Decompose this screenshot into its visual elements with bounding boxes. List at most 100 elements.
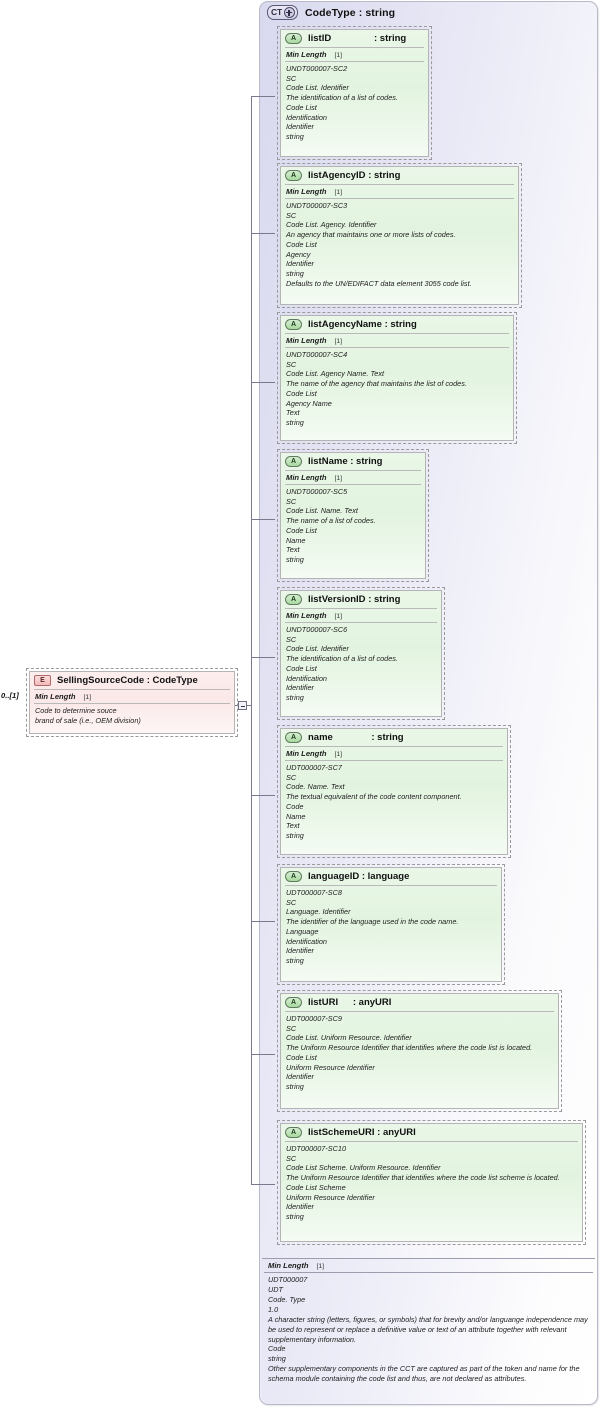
attribute-title: listAgencyID : string — [308, 170, 401, 181]
facet-cardinality: [1] — [334, 338, 343, 345]
doc-line: UNDT000007-SC6 — [286, 625, 348, 634]
doc-line: A character string (letters, figures, or… — [268, 1314, 588, 1344]
occurrence-label: 0..[1] — [1, 691, 19, 700]
doc-line: SC — [286, 496, 297, 506]
attribute-title: listURI : anyURI — [308, 997, 392, 1008]
doc-line: string — [286, 955, 304, 965]
doc-line: UDT000007-SC10 — [286, 1144, 347, 1153]
facet-cardinality: [1] — [334, 189, 343, 196]
collapse-expander-button[interactable] — [238, 701, 247, 710]
doc-line: Code List. Agency Name. Text — [286, 369, 385, 379]
facet-cardinality: [1] — [334, 52, 343, 59]
divider — [285, 347, 509, 348]
attribute-badge-icon: A — [285, 732, 302, 743]
doc-line: Text — [286, 821, 300, 831]
attribute-node-listversionid[interactable]: A listVersionID : string Min Length [1] … — [277, 587, 445, 720]
facet-label: Min Length — [268, 1261, 309, 1270]
doc-line: SC — [286, 634, 297, 644]
doc-line: Identification — [286, 936, 327, 946]
doc-line: Uniform Resource Identifier — [286, 1062, 375, 1072]
doc-line: string — [286, 1211, 304, 1221]
divider — [285, 608, 437, 609]
attribute-badge-icon: A — [285, 456, 302, 467]
connector-stub-listagencyname — [251, 382, 275, 383]
doc-line: SC — [286, 772, 297, 782]
connector-stub-name — [251, 795, 275, 796]
doc-line: Code List Scheme — [286, 1182, 346, 1192]
attribute-title: name : string — [308, 732, 404, 743]
connector-stub-listschemeuri — [251, 1184, 275, 1185]
doc-line: Language. Identifier — [286, 907, 351, 917]
doc-line: Code List. Identifier — [286, 83, 349, 93]
doc-line: string — [286, 417, 304, 427]
plus-box-icon[interactable] — [283, 7, 295, 18]
facet-cardinality: [1] — [334, 475, 343, 482]
divider — [285, 61, 424, 62]
complextype-badge-label: CT — [271, 7, 282, 18]
connector-stub-languageid — [251, 921, 275, 922]
doc-line: UNDT000007-SC2 — [286, 64, 348, 73]
facet-label: Min Length — [286, 473, 327, 482]
divider — [285, 47, 424, 48]
doc-line: Code List — [286, 663, 317, 673]
attribute-node-listagencyid[interactable]: A listAgencyID : string Min Length [1] U… — [277, 163, 522, 308]
attribute-title: listName : string — [308, 456, 383, 467]
doc-line: Code List — [286, 388, 317, 398]
doc-line: Text — [286, 545, 300, 555]
doc-line: UDT — [268, 1284, 283, 1294]
attribute-node-listid[interactable]: A listID : string Min Length [1] UNDT000… — [277, 26, 432, 160]
doc-line: string — [286, 692, 304, 702]
doc-line: The name of a list of codes. — [286, 516, 376, 526]
complextype-badge[interactable]: CT — [267, 5, 298, 20]
facet-row: Min Length [1] — [281, 334, 513, 347]
doc-line: UDT000007 — [268, 1275, 308, 1284]
attribute-node-listname[interactable]: A listName : string Min Length [1] UNDT0… — [277, 449, 429, 582]
doc-line: Identifier — [286, 1072, 314, 1082]
divider — [285, 1141, 578, 1142]
doc-line: Code List Scheme. Uniform Resource. Iden… — [286, 1163, 441, 1173]
divider — [285, 333, 509, 334]
doc-line: Identifier — [286, 1202, 314, 1212]
doc-line: SC — [286, 1023, 297, 1033]
doc-line: UDT000007-SC7 — [286, 763, 342, 772]
facet-label: Min Length — [286, 749, 327, 758]
facet-cardinality: [1] — [334, 751, 343, 758]
attribute-title: listID : string — [308, 33, 407, 44]
doc-line: Code List. Uniform Resource. Identifier — [286, 1033, 412, 1043]
facet-cardinality: [1] — [334, 613, 343, 620]
connector-trunk-upper — [251, 96, 252, 707]
attribute-title: listSchemeURI : anyURI — [308, 1127, 416, 1138]
doc-line: SC — [286, 897, 297, 907]
element-badge-icon: E — [34, 675, 51, 686]
element-node-sellingsourcecode[interactable]: E SellingSourceCode : CodeType Min Lengt… — [26, 668, 238, 737]
doc-line: Code — [286, 801, 304, 811]
doc-line: Code. Type — [268, 1294, 306, 1304]
attribute-node-listagencyname[interactable]: A listAgencyName : string Min Length [1]… — [277, 312, 517, 444]
connector-stub-listid — [251, 96, 275, 97]
doc-line: UNDT000007-SC4 — [286, 350, 348, 359]
doc-line: An agency that maintains one or more lis… — [286, 230, 456, 240]
doc-line: Code List — [286, 239, 317, 249]
doc-line: Agency — [286, 249, 311, 259]
connector-stub-listuri — [251, 1054, 275, 1055]
attribute-node-name[interactable]: A name : string Min Length [1] UDT000007… — [277, 725, 511, 858]
doc-line: The identification of a list of codes. — [286, 654, 398, 664]
connector-trunk-lower — [251, 707, 252, 1184]
doc-line: Code List. Identifier — [286, 644, 349, 654]
doc-line: Code List. Name. Text — [286, 506, 358, 516]
attribute-badge-icon: A — [285, 1127, 302, 1138]
doc-line: string — [286, 830, 304, 840]
doc-line: UDT000007-SC9 — [286, 1014, 342, 1023]
doc-line: Defaults to the UN/EDIFACT data element … — [286, 278, 472, 288]
doc-line: string — [286, 1081, 304, 1091]
facet-row: Min Length [1] — [281, 48, 428, 61]
facet-label: Min Length — [35, 692, 76, 701]
complex-type-title: CodeType : string — [304, 6, 396, 19]
